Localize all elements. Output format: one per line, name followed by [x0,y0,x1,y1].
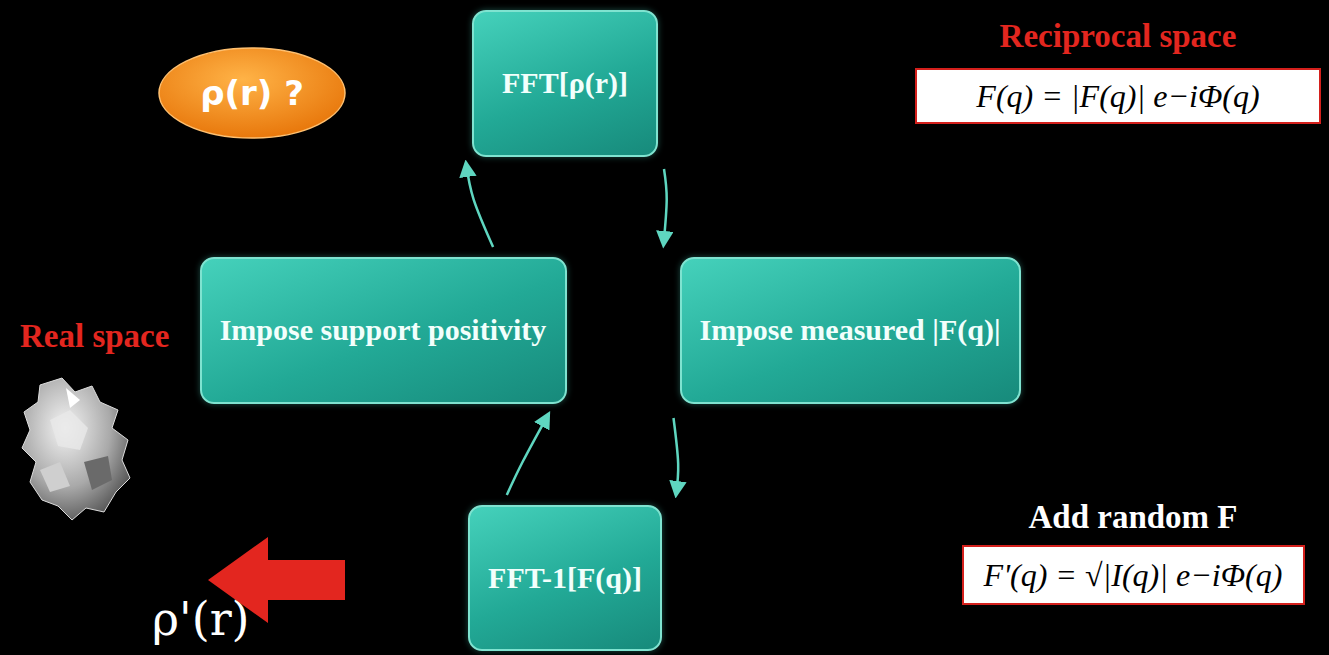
formula-box: Add random FF'(q) = √|I(q)| e−iΦ(q) [962,545,1305,605]
section-heading: Reciprocal space [1000,18,1237,55]
process-box: FFT[ρ(r)] [472,10,658,157]
formula-text: F'(q) = √|I(q)| e−iΦ(q) [972,557,1295,594]
cycle-arrow [466,163,493,247]
process-box: Impose measured |F(q)| [680,257,1021,404]
result-label: ρ'(r) [152,592,250,646]
process-box: FFT-1[F(q)] [468,505,662,651]
reconstructed-particle [22,378,130,520]
node-label: FFT-1[F(q)] [478,562,652,594]
start-ellipse: ρ(r) ? [158,47,346,139]
node-label: FFT[ρ(r)] [492,67,638,99]
cycle-arrow [507,414,549,495]
formula-text: F(q) = |F(q)| e−iΦ(q) [964,78,1271,115]
process-box: Impose support positivity [200,257,567,404]
cycle-arrow [674,418,679,495]
formula-box: Reciprocal spaceF(q) = |F(q)| e−iΦ(q) [915,68,1321,124]
section-heading: Add random F [1028,499,1237,536]
node-label: Impose support positivity [210,314,557,346]
node-label: Impose measured |F(q)| [690,314,1011,346]
node-label: ρ(r) ? [200,73,304,113]
cycle-arrow [664,169,667,245]
region-label: Real space [20,318,169,355]
